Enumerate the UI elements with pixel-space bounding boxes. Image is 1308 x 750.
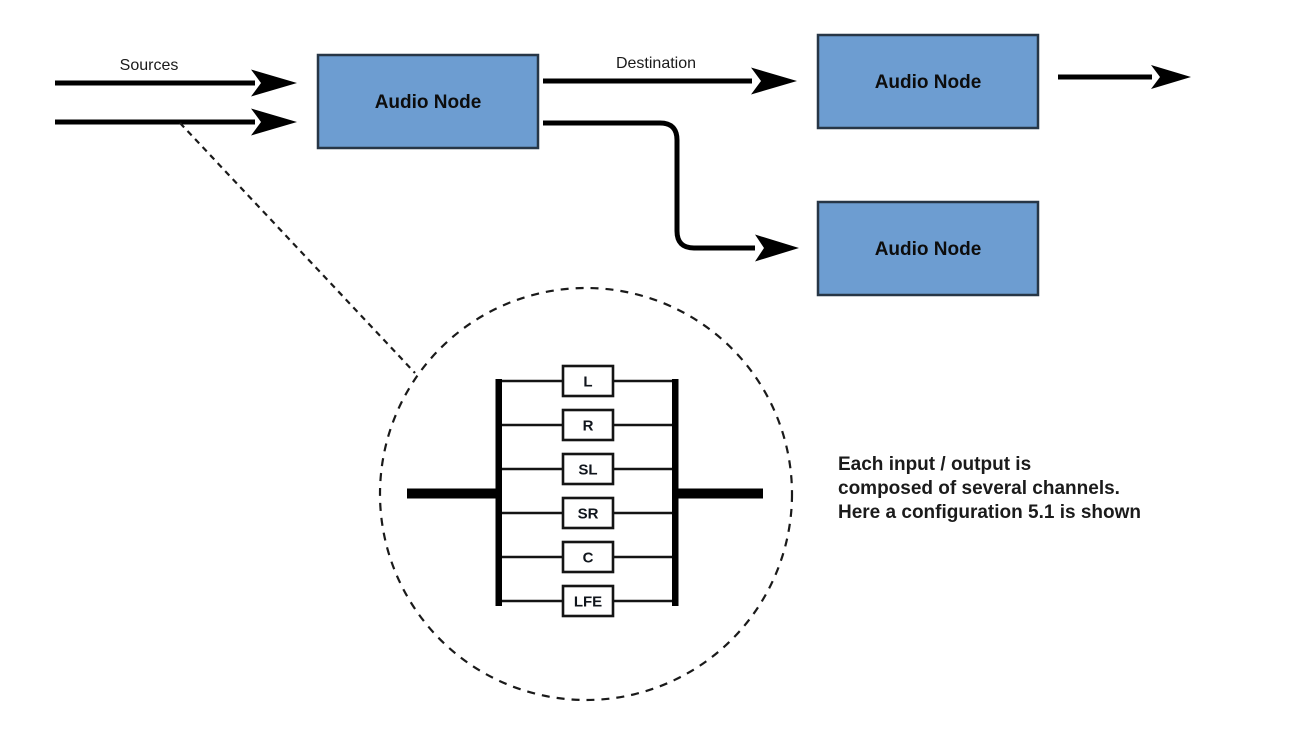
- audio-node-1-box: [316, 53, 540, 150]
- channel-label-c: C: [583, 550, 594, 567]
- magnifier-circle: [378, 286, 794, 702]
- branch-connector-line: [543, 120, 755, 251]
- channel-label-l: L: [583, 374, 592, 391]
- branch-connector-head: [755, 234, 799, 262]
- audio-node-3-label: Audio Node: [875, 239, 982, 260]
- bus-stub-right: [678, 488, 763, 499]
- bus-bar-left: [495, 379, 502, 606]
- channel-box-sr: [561, 496, 615, 530]
- channel-label-sr: SR: [578, 506, 599, 523]
- channel-label-sl: SL: [578, 462, 597, 479]
- channel-box-l: [561, 364, 615, 398]
- bus-bar-right: [672, 379, 679, 606]
- source-arrow-1-head: [251, 69, 297, 97]
- channel-label-lfe: LFE: [574, 594, 602, 611]
- annotation-line-2: composed of several channels.: [838, 478, 1120, 499]
- source-arrow-2-head: [251, 108, 297, 136]
- channel-box-lfe: [561, 584, 615, 618]
- magnifier-leader-line: [179, 122, 416, 374]
- channel-box-r: [561, 408, 615, 442]
- annotation-text: Each input / output is composed of sever…: [838, 454, 1141, 523]
- channel-label-r: R: [583, 418, 594, 435]
- channel-rows: L R SL SR C LFE: [502, 364, 672, 618]
- channel-box-sl: [561, 452, 615, 486]
- audio-node-2-label: Audio Node: [875, 72, 982, 93]
- annotation-line-3: Here a configuration 5.1 is shown: [838, 502, 1141, 523]
- output-arrow-head: [1151, 65, 1191, 89]
- channel-box-c: [561, 540, 615, 574]
- bus-stub-left: [407, 488, 497, 499]
- destination-label: Destination: [616, 55, 696, 72]
- audio-node-2-box: [816, 33, 1040, 130]
- sources-label: Sources: [120, 57, 179, 74]
- audio-node-1-label: Audio Node: [375, 92, 482, 113]
- annotation-line-1: Each input / output is: [838, 454, 1031, 475]
- destination-arrow-head: [751, 67, 797, 95]
- audio-node-3-box: [816, 200, 1040, 297]
